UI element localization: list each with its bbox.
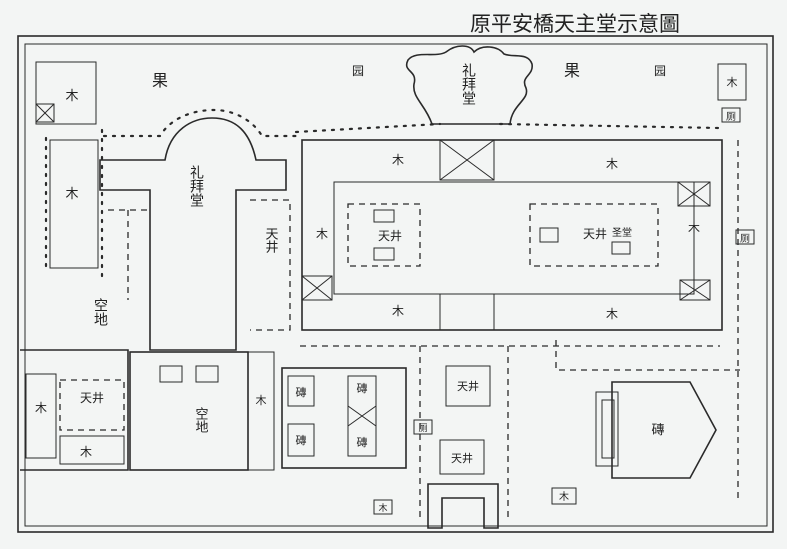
mu-label-1: 木 (65, 89, 78, 104)
tianjing-label-6: 天井 (451, 451, 473, 465)
kongdi-label-2: 空地 (193, 407, 209, 433)
lower-mu-box (373, 499, 393, 515)
kongdi-box-2 (195, 365, 219, 383)
outer-border (17, 35, 774, 533)
mu-label-13: 木 (559, 491, 569, 503)
zhuan-label-5: 磚 (651, 423, 664, 438)
chapel-top-outline (405, 45, 533, 125)
mu-label-8: 木 (606, 307, 618, 321)
court-right-box-bottom (611, 241, 631, 255)
church-steps (595, 391, 619, 467)
label-guo-left: 果 (152, 71, 168, 90)
zhuan-label-2: 磚 (296, 434, 307, 447)
tianjing-label-4: 天井 (80, 391, 104, 405)
brick-rooms (281, 367, 407, 469)
tianjing-court-left (347, 203, 421, 267)
gate-top (439, 139, 495, 181)
label-guo-right: 果 (564, 61, 580, 80)
diagram-title: 原平安橋天主堂示意圖 (470, 12, 680, 36)
mu-label-3: 木 (392, 153, 404, 167)
corridor (247, 351, 275, 471)
chapel-left-dots (102, 108, 302, 138)
mu-label-2: 木 (65, 187, 78, 202)
lower-left-room (25, 373, 57, 459)
kongdi-box-1 (159, 365, 183, 383)
left-top-cross-box (35, 103, 55, 123)
mu-label-4: 木 (606, 157, 618, 171)
mu-label-12: 木 (256, 394, 267, 407)
label-yuan-left: 园 (352, 64, 364, 78)
chapel-top-label: 礼拜堂 (460, 63, 476, 105)
center-tianjing-1 (445, 365, 491, 407)
tianjing-label-2: 天井 (378, 229, 402, 243)
mu-label-5: 木 (316, 227, 328, 241)
mu-label-11: 木 (80, 445, 92, 459)
connecting-walls (300, 140, 740, 520)
mu-label-14: 木 (378, 502, 387, 514)
center-tianjing-2 (439, 439, 485, 475)
mu-label-7: 木 (392, 304, 404, 318)
court-left-box-top (373, 209, 395, 223)
brick-box-3 (347, 375, 377, 457)
orchard-dot-wall (294, 122, 722, 134)
lower-left-block (20, 349, 129, 471)
zhuan-label-4: 磚 (357, 436, 368, 449)
ce-label-3: 厕 (418, 423, 427, 434)
court-left-box-bottom (373, 247, 395, 261)
corner-box-right-top (677, 181, 711, 207)
kongdi-block (129, 351, 249, 471)
ce-label-2: 厕 (740, 233, 750, 245)
zhuan-label-1: 磚 (296, 386, 307, 399)
ce-box-2 (735, 229, 755, 245)
mu-label-10: 木 (35, 401, 47, 415)
main-courtyard (301, 139, 723, 331)
tianjing-label-5: 天井 (457, 379, 479, 393)
corner-box-left (301, 275, 333, 301)
chapel-left-label: 礼拜堂 (188, 165, 204, 207)
gate-bottom (439, 293, 495, 331)
brick-church (611, 381, 717, 479)
tianjing-label-1: 天井 (263, 227, 279, 254)
left-courtyard-dash (108, 209, 150, 300)
zhuan-label-3: 磚 (357, 382, 368, 395)
lower-left-tianjing (59, 379, 125, 431)
gatehouse (427, 483, 499, 529)
label-yuan-right: 园 (654, 64, 666, 78)
mu-label-6: 木 (688, 221, 700, 235)
tianjing-left-dash (250, 199, 291, 331)
mu-label-9: 木 (727, 76, 738, 89)
right-top-building (717, 63, 747, 101)
lower-left-room-2 (59, 435, 125, 465)
main-inner-court (333, 181, 695, 295)
corner-box-right-bottom (679, 279, 711, 301)
left-long-building (49, 139, 99, 269)
ce-box-3 (413, 419, 433, 435)
tianjing-court-right (529, 203, 659, 267)
left-top-building (35, 61, 97, 125)
inner-border (24, 43, 768, 527)
court-right-box-left (539, 227, 559, 243)
sheng-tang-label: 圣堂 (612, 227, 632, 239)
kongdi-label-1: 空地 (92, 298, 108, 326)
brick-box-2 (287, 423, 315, 457)
ce-label-1: 厕 (726, 111, 736, 123)
ce-box-1 (721, 107, 741, 123)
lower-right-small (551, 487, 577, 505)
brick-box-1 (287, 375, 315, 407)
chapel-left-outline (99, 117, 287, 351)
tianjing-label-3: 天井 (583, 227, 607, 241)
